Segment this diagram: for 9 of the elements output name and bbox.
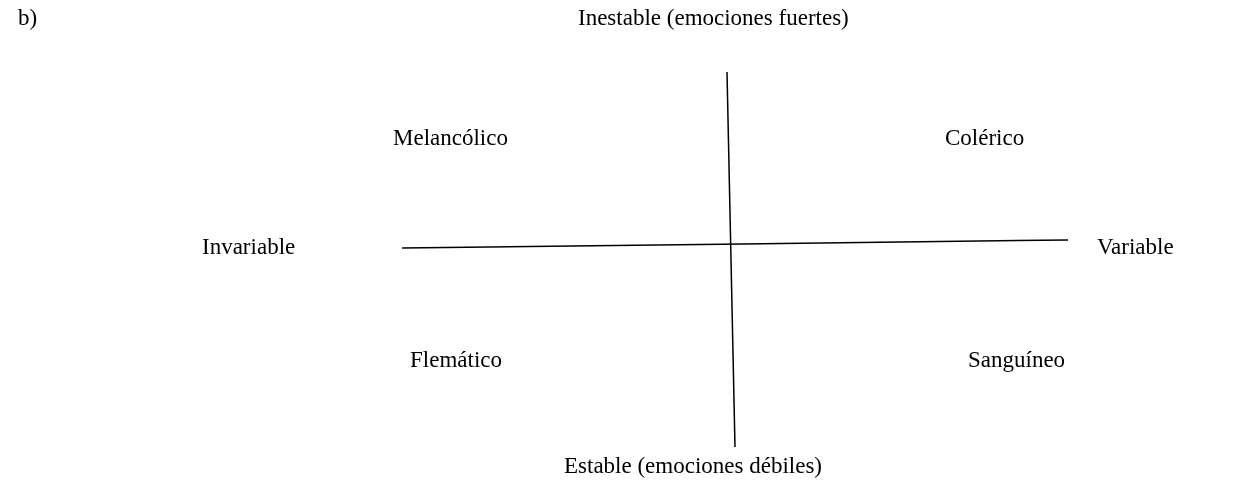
quadrant-label: Flemático bbox=[410, 346, 502, 374]
axis-label: Inestable (emociones fuertes) bbox=[578, 4, 849, 32]
axis-label: Invariable bbox=[202, 233, 296, 261]
axis-label: Estable (emociones débiles) bbox=[564, 452, 823, 480]
axis-label: Variable bbox=[1097, 233, 1174, 261]
quadrant-label: Sanguíneo bbox=[968, 346, 1066, 374]
panel-letter: b) bbox=[18, 4, 38, 32]
quadrant-label: Melancólico bbox=[393, 124, 508, 152]
quadrant-label: Colérico bbox=[945, 124, 1025, 152]
